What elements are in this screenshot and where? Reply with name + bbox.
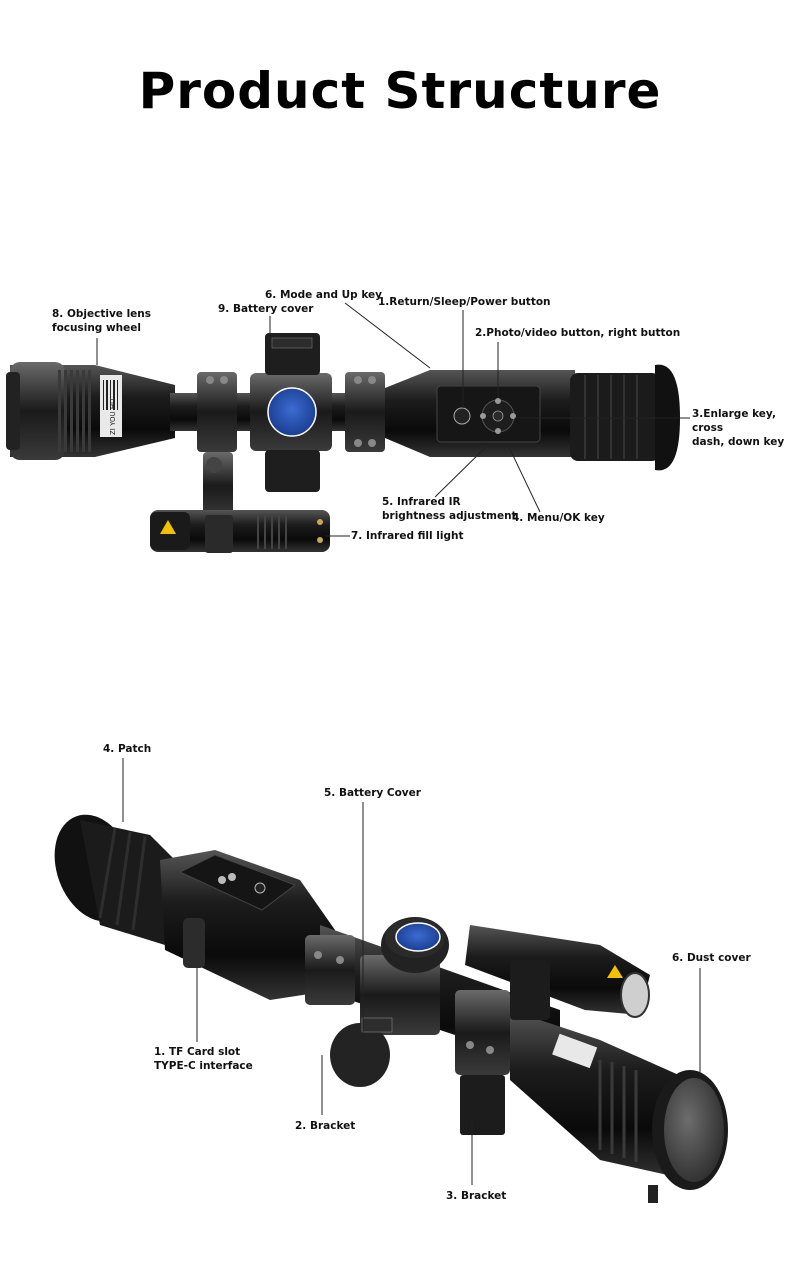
label-menu-ok-key: 4. Menu/OK key	[512, 512, 605, 524]
label-mode-up-key: 6. Mode and Up key	[265, 289, 383, 301]
label-bracket-3: 3. Bracket	[446, 1190, 507, 1202]
label-infrared-ir: 5. Infrared IR brightness adjustment	[382, 496, 517, 522]
top-scope: ZI YOU HU	[6, 333, 680, 553]
barrel-text: ZI YOU HU	[109, 399, 117, 435]
page-title: Product Structure	[138, 62, 662, 120]
label-bracket-2: 2. Bracket	[295, 1120, 356, 1132]
label-enlarge-key: 3.Enlarge key, cross dash, down key	[692, 408, 785, 448]
label-battery-cover-2: 5. Battery Cover	[324, 787, 421, 799]
label-objective-lens: 8. Objective lens focusing wheel	[52, 308, 152, 334]
label-power-button: 1.Return/Sleep/Power button	[378, 296, 551, 308]
label-dust-cover: 6. Dust cover	[672, 952, 751, 964]
label-battery-cover: 9. Battery cover	[218, 303, 314, 315]
angled-scope	[54, 814, 728, 1203]
label-infrared-fill-light: 7. Infrared fill light	[351, 530, 464, 542]
label-tf-card-slot: 1. TF Card slot TYPE-C interface	[154, 1046, 253, 1072]
label-patch: 4. Patch	[103, 743, 152, 755]
label-photo-video-button: 2.Photo/video button, right button	[475, 327, 681, 339]
angled-leader-lines	[122, 758, 701, 1185]
top-leader-lines	[96, 302, 690, 537]
